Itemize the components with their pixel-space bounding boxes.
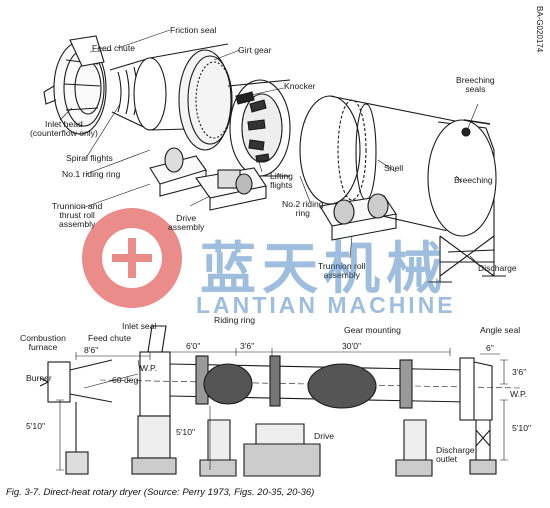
label-angle-seal: Angle seal [480,325,521,335]
dim-3-6-top: 3'6" [240,341,255,351]
feed-chute [69,35,105,67]
discharge-elevation [459,357,497,475]
dimension-lines [56,348,508,471]
label-elev-feed-chute: Feed chute [88,333,131,343]
label-breeching: Breeching [454,175,493,185]
label-burner: Burner [26,373,52,383]
label-drive-assembly: Drive assembly [168,213,205,233]
catalog-number: BA-G020174 [535,6,544,53]
label-angle: 60 deg [112,375,139,385]
inlet-box-elevation [131,325,177,475]
label-trunnion-thrust: Trunnion and thrust roll assembly [52,201,103,230]
drive-assembly [195,167,267,211]
label-riding-ring: Riding ring [214,315,256,325]
label-friction-seal: Friction seal [170,25,217,35]
trunnion-thrust-assembly [149,147,207,197]
label-feed-chute: Feed chute [92,43,135,53]
watermark-logo [82,208,182,308]
gear-ring [269,355,281,407]
label-spiral-flights: Spiral flights [66,153,113,163]
dim-5-10-right: 5'10" [512,423,532,433]
watermark-english: LANTIAN MACHINE [196,292,456,318]
figure-caption: Fig. 3-7. Direct-heat rotary dryer (Sour… [6,487,315,498]
furnace-elevation [39,359,113,475]
label-discharge: Discharge [478,263,517,273]
cutaway-1 [203,363,253,405]
label-combustion-furnace: Combustion furnace [20,333,66,353]
opened-barrel [227,79,291,177]
riding-ring-2 [399,359,413,409]
cutaway-2 [307,363,377,409]
label-trunnion-roll: Trunnion roll assembly [318,261,366,281]
dim-30-0: 30'0" [342,341,362,351]
label-wp-right: W.P. [510,389,528,399]
label-girt-gear: Girt gear [238,45,272,55]
label-knocker: Knocker [284,81,316,91]
label-drive: Drive [314,431,335,441]
label-shell: Shell [384,163,404,173]
breeching-housing [427,119,497,253]
piers [199,419,433,477]
dim-6-0: 6'0" [186,341,201,351]
girt-gear [178,49,233,151]
label-lifting-flights: Lifting flights [270,171,293,191]
dim-5-10-left: 5'10" [26,421,46,431]
label-inlet-head: Inlet head (counterflow only) [30,119,98,139]
main-shell [299,95,471,237]
label-riding-ring-2: No.2 riding ring [282,199,324,219]
dim-8-6: 8'6" [84,345,99,355]
trunnion-roll-assembly [319,193,397,241]
dim-6: 6" [486,343,494,353]
label-breeching-seals: Breeching seals [456,75,495,95]
watermark-chinese: 蓝天机械 [200,237,448,302]
discharge-frame [428,235,506,283]
iso-leaders [59,29,479,265]
label-discharge-outlet: Discharge outlet [436,445,475,465]
label-riding-ring-1: No.1 riding ring [62,169,121,179]
label-inlet-seal: Inlet seal [122,321,157,331]
dim-3-6-right: 3'6" [512,367,527,377]
dim-5-10-mid: 5'10" [176,427,196,437]
label-wp-left: W.P. [140,363,158,373]
label-gear-mounting: Gear mounting [344,325,401,335]
